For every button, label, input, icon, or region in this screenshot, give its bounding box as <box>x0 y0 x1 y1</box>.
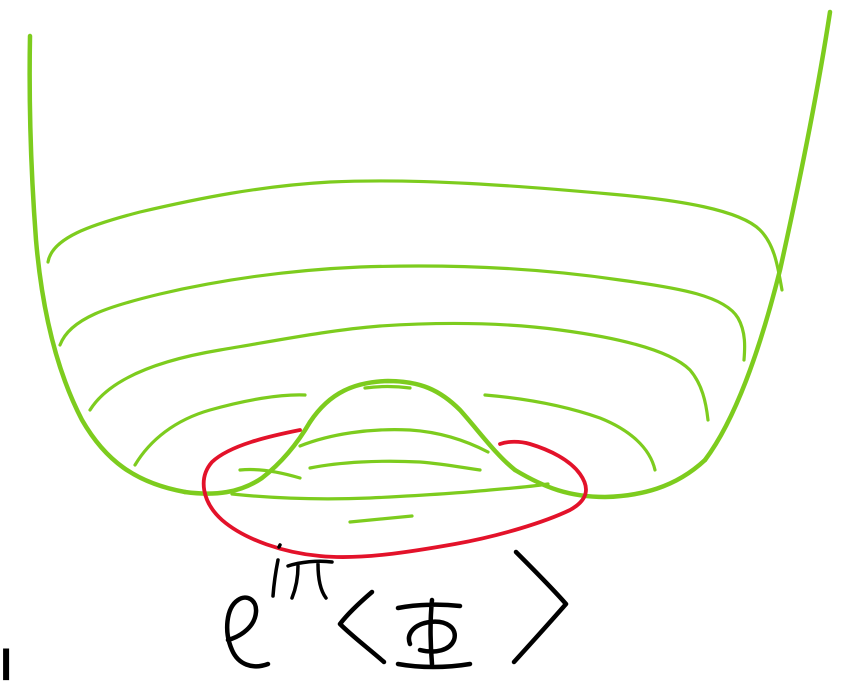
contour-ring-6 <box>238 459 482 480</box>
contour-ring-5 <box>298 428 490 454</box>
contour-ring-7 <box>230 482 550 501</box>
contour-ring-1 <box>46 179 784 292</box>
central-hump <box>307 378 518 473</box>
potential-surface <box>27 9 833 524</box>
contour-ring-4 <box>133 384 657 472</box>
left-angle-bracket <box>337 589 387 665</box>
right-angle-bracket <box>511 549 569 665</box>
loop-front <box>201 428 588 559</box>
contour-ring-2 <box>58 264 747 362</box>
letter-pi <box>286 559 334 600</box>
corner-text-fragment: l <box>0 641 13 690</box>
contour-ring-8 <box>348 514 414 524</box>
letter-phi <box>395 597 473 670</box>
bottom-rim-right <box>512 457 708 500</box>
left-wall <box>27 33 188 495</box>
contour-ring-3 <box>88 321 710 422</box>
vacuum-loop <box>201 428 588 559</box>
handwritten-label <box>224 543 569 670</box>
bottom-rim-left <box>182 419 313 496</box>
letter-e <box>224 595 271 669</box>
mexican-hat-potential-diagram <box>27 9 833 670</box>
right-wall <box>702 9 833 463</box>
letter-i <box>271 543 282 598</box>
